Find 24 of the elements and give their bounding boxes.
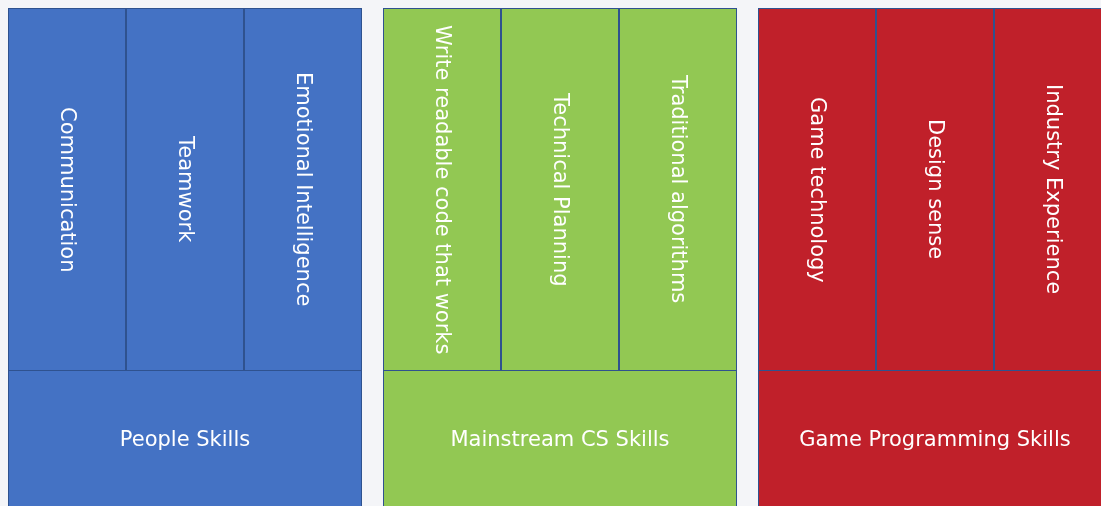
skill-label: Technical Planning <box>547 92 574 287</box>
category-box <box>758 370 1101 506</box>
skill-box <box>8 8 126 371</box>
skill-box <box>619 8 737 371</box>
skill-label: Emotional Intelligence <box>290 72 317 307</box>
skill-box <box>876 8 994 371</box>
category-box <box>8 370 362 506</box>
skill-label: Teamwork <box>172 136 199 243</box>
skill-label: Design sense <box>922 119 949 260</box>
skill-label: Game technology <box>804 96 831 283</box>
category-label: People Skills <box>119 426 251 454</box>
skill-box <box>501 8 619 371</box>
skill-label: Communication <box>54 106 81 273</box>
category-label: Game Programming Skills <box>799 426 1071 454</box>
skill-label: Industry Experience <box>1040 84 1067 295</box>
skill-box <box>126 8 244 371</box>
category-label: Mainstream CS Skills <box>450 426 670 454</box>
skill-box <box>994 8 1101 371</box>
skill-label: Traditional algorithms <box>665 75 692 304</box>
skill-label: Write readable code that works <box>429 24 456 355</box>
skill-box <box>383 8 501 371</box>
category-box <box>383 370 737 506</box>
skill-box <box>758 8 876 371</box>
skill-box <box>244 8 362 371</box>
